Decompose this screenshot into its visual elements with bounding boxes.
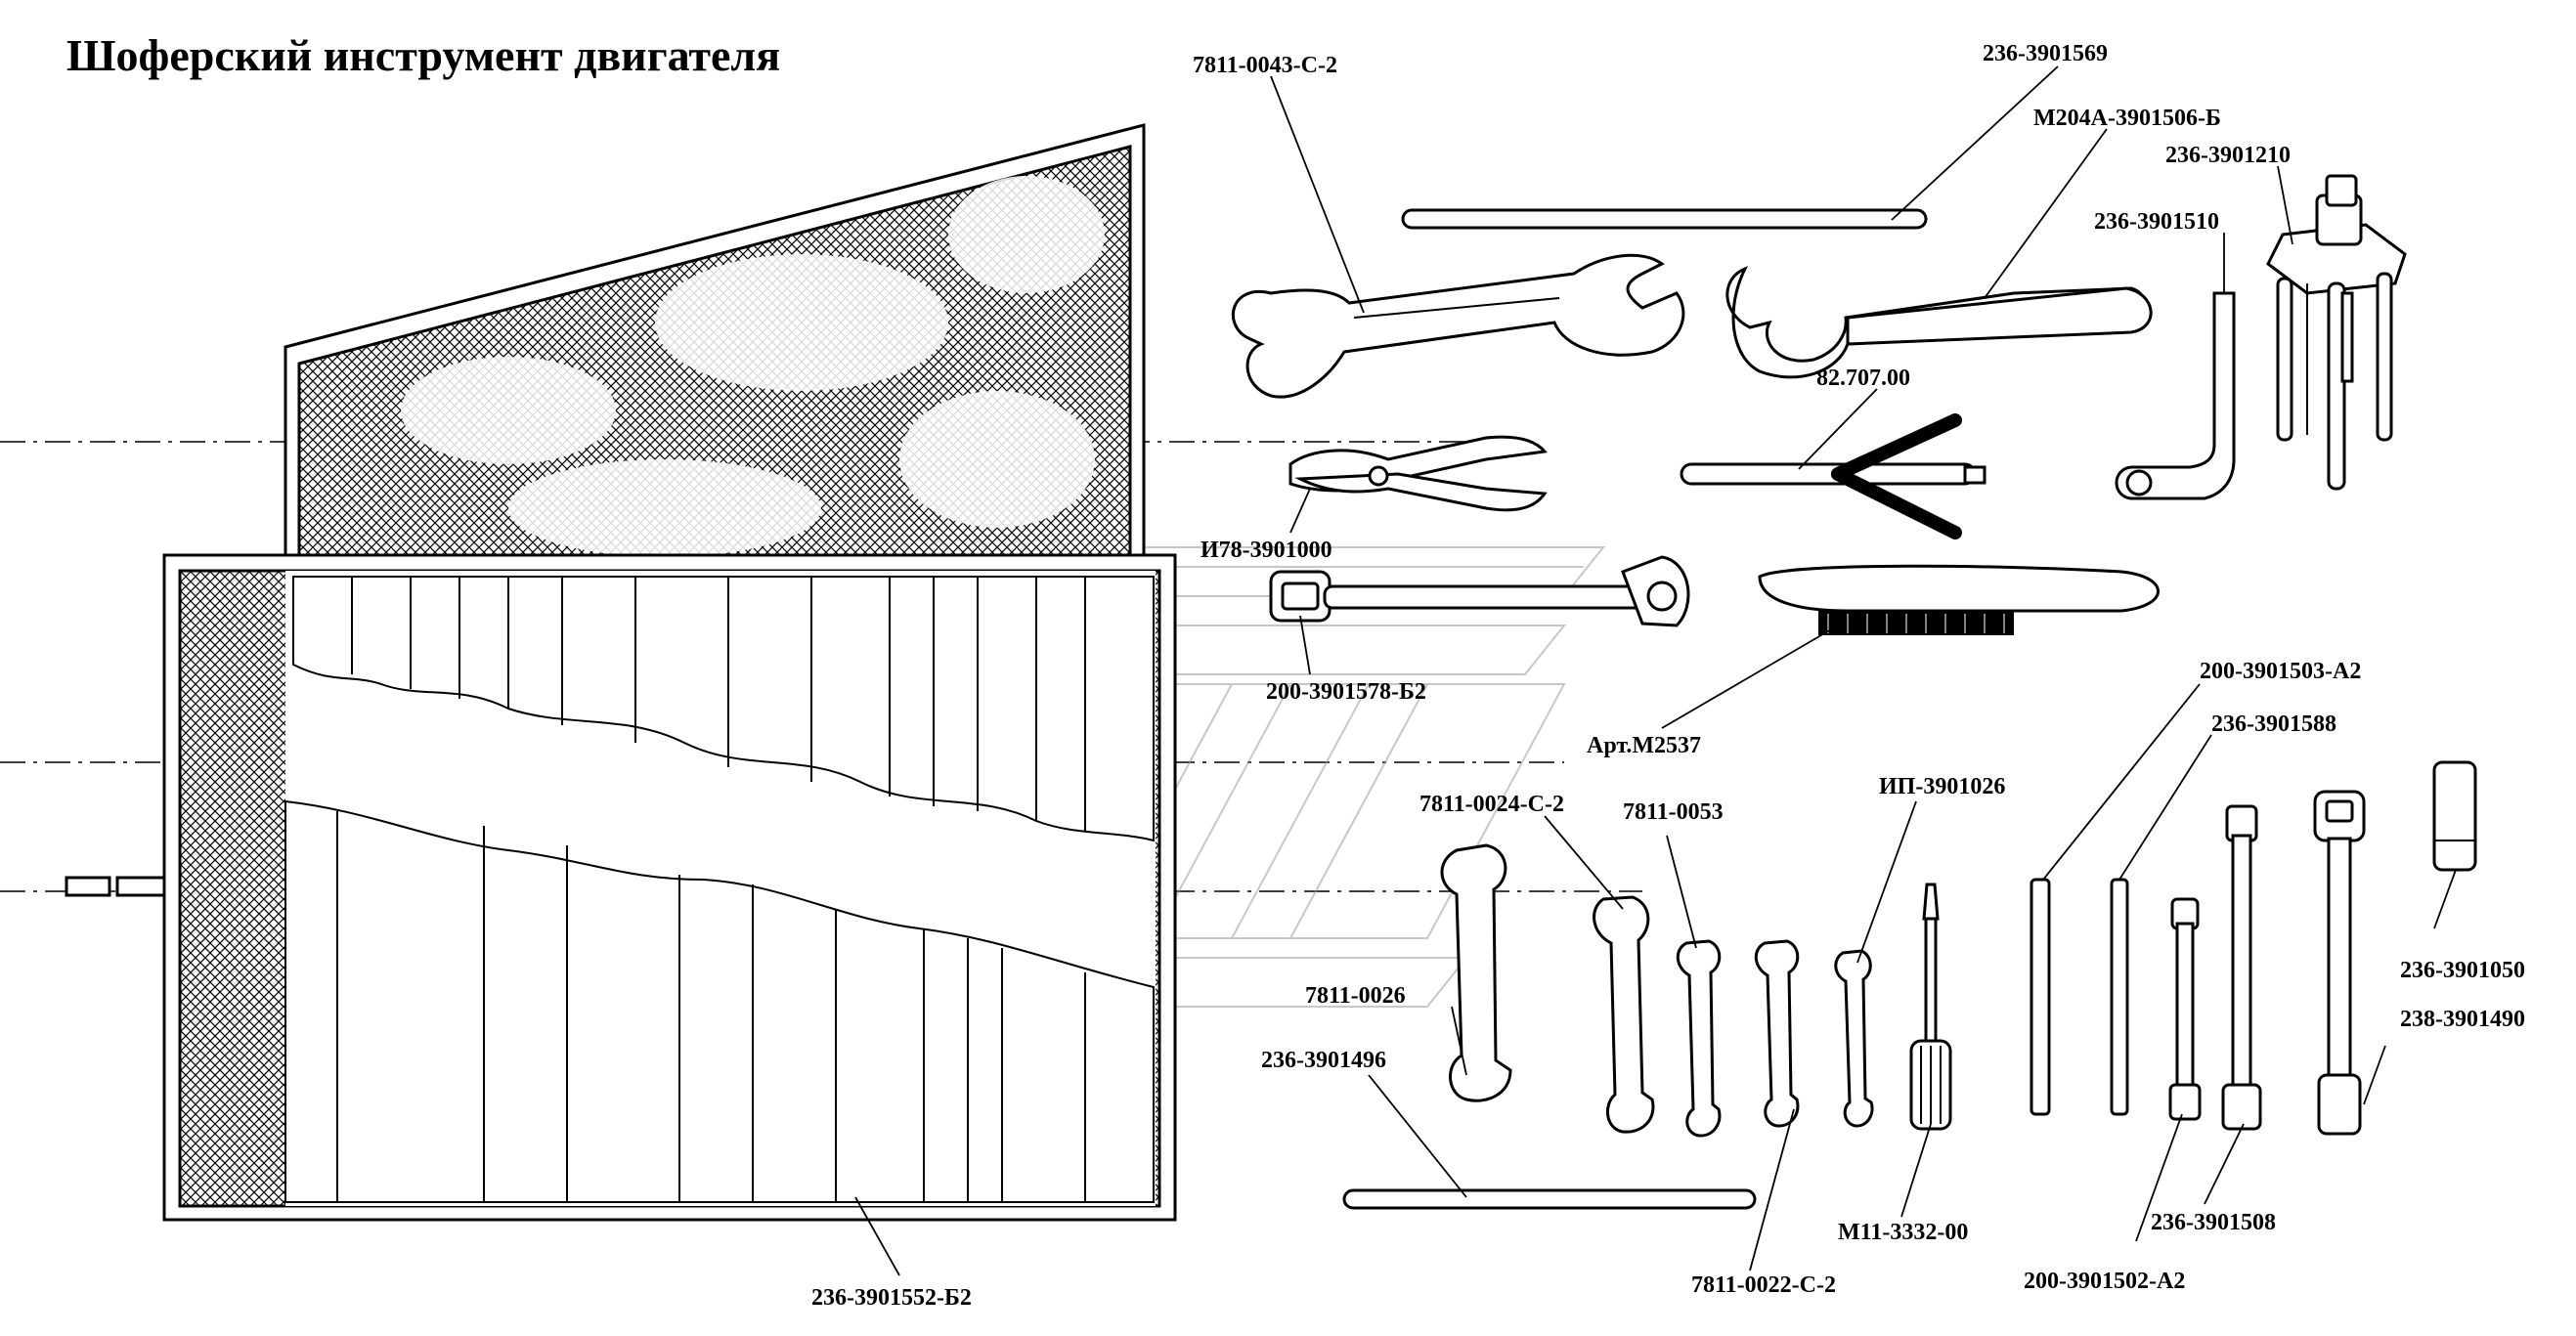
label-7811-0043-С-2: 7811-0043-С-2 bbox=[1193, 53, 1337, 78]
label-ИП-3901026: ИП-3901026 bbox=[1879, 774, 2005, 799]
label-Арт.М2537: Арт.М2537 bbox=[1587, 733, 1701, 758]
open-wrench-small bbox=[1834, 949, 1874, 1128]
wire-brush bbox=[1758, 564, 2160, 635]
double-open-wrench-large bbox=[1231, 253, 1685, 399]
rod-200-3901503 bbox=[2030, 878, 2051, 1116]
socket-wrench-handle bbox=[1269, 555, 1690, 627]
label-236-3901210: 236-3901210 bbox=[2165, 143, 2291, 168]
label-7811-0022-С-2: 7811-0022-С-2 bbox=[1691, 1272, 1836, 1298]
l-hex-key bbox=[2115, 291, 2236, 500]
screwdriver bbox=[1909, 883, 1952, 1131]
label-7811-0026: 7811-0026 bbox=[1305, 983, 1406, 1009]
rod-long bbox=[1401, 208, 1928, 230]
label-236-3901588: 236-3901588 bbox=[2211, 711, 2336, 737]
label-236-3901552-Б2: 236-3901552-Б2 bbox=[811, 1285, 972, 1311]
label-236-3901569: 236-3901569 bbox=[1983, 41, 2108, 66]
open-wrench-7811-0053 bbox=[1676, 939, 1722, 1138]
socket-236-3901050 bbox=[2432, 760, 2477, 872]
label-200-3901578-Б2: 200-3901578-Б2 bbox=[1266, 679, 1426, 705]
open-wrench-7811-0026 bbox=[1440, 843, 1512, 1102]
part-labels: 7811-0043-С-2 236-3901569 М204А-3901506-… bbox=[811, 41, 2525, 1311]
label-236-3901050: 236-3901050 bbox=[2400, 958, 2525, 983]
page-title: Шоферский инструмент двигателя bbox=[66, 30, 780, 80]
wrench-with-handle bbox=[1725, 266, 2153, 379]
feeler-gauge bbox=[1680, 413, 1987, 539]
label-М11-3332-00: М11-3332-00 bbox=[1838, 1220, 1968, 1245]
label-236-3901508: 236-3901508 bbox=[2151, 1210, 2276, 1235]
label-236-3901510: 236-3901510 bbox=[2094, 209, 2219, 235]
label-200-3901502-А2: 200-3901502-А2 bbox=[2024, 1269, 2185, 1294]
label-И78-3901000: И78-3901000 bbox=[1201, 538, 1332, 563]
tool-roll-case bbox=[65, 123, 1177, 1222]
rod-short bbox=[1342, 1188, 1757, 1210]
pliers bbox=[1288, 435, 1548, 512]
open-wrench-7811-0022-С-2 bbox=[1754, 939, 1800, 1128]
socket-tube-236-3901508 bbox=[2221, 804, 2262, 1131]
socket-tube-200-3901502 bbox=[2168, 897, 2202, 1121]
leader-lines bbox=[854, 65, 2457, 1276]
rod-236-3901588 bbox=[2110, 878, 2129, 1116]
puller-three-leg bbox=[2266, 174, 2407, 491]
label-236-3901496: 236-3901496 bbox=[1261, 1048, 1386, 1073]
label-238-3901490: 238-3901490 bbox=[2400, 1007, 2525, 1032]
label-7811-0053: 7811-0053 bbox=[1623, 799, 1724, 825]
label-200-3901503-А2: 200-3901503-А2 bbox=[2200, 659, 2361, 684]
label-7811-0024-С-2: 7811-0024-С-2 bbox=[1419, 792, 1564, 817]
socket-wrench-238-3901490 bbox=[2313, 790, 2366, 1136]
open-wrench-7811-0024-С-2 bbox=[1593, 895, 1655, 1134]
label-М204А-3901506-Б: М204А-3901506-Б bbox=[2033, 106, 2221, 131]
label-82.707.00: 82.707.00 bbox=[1816, 366, 1910, 391]
pocket-dividers bbox=[336, 577, 1086, 1202]
